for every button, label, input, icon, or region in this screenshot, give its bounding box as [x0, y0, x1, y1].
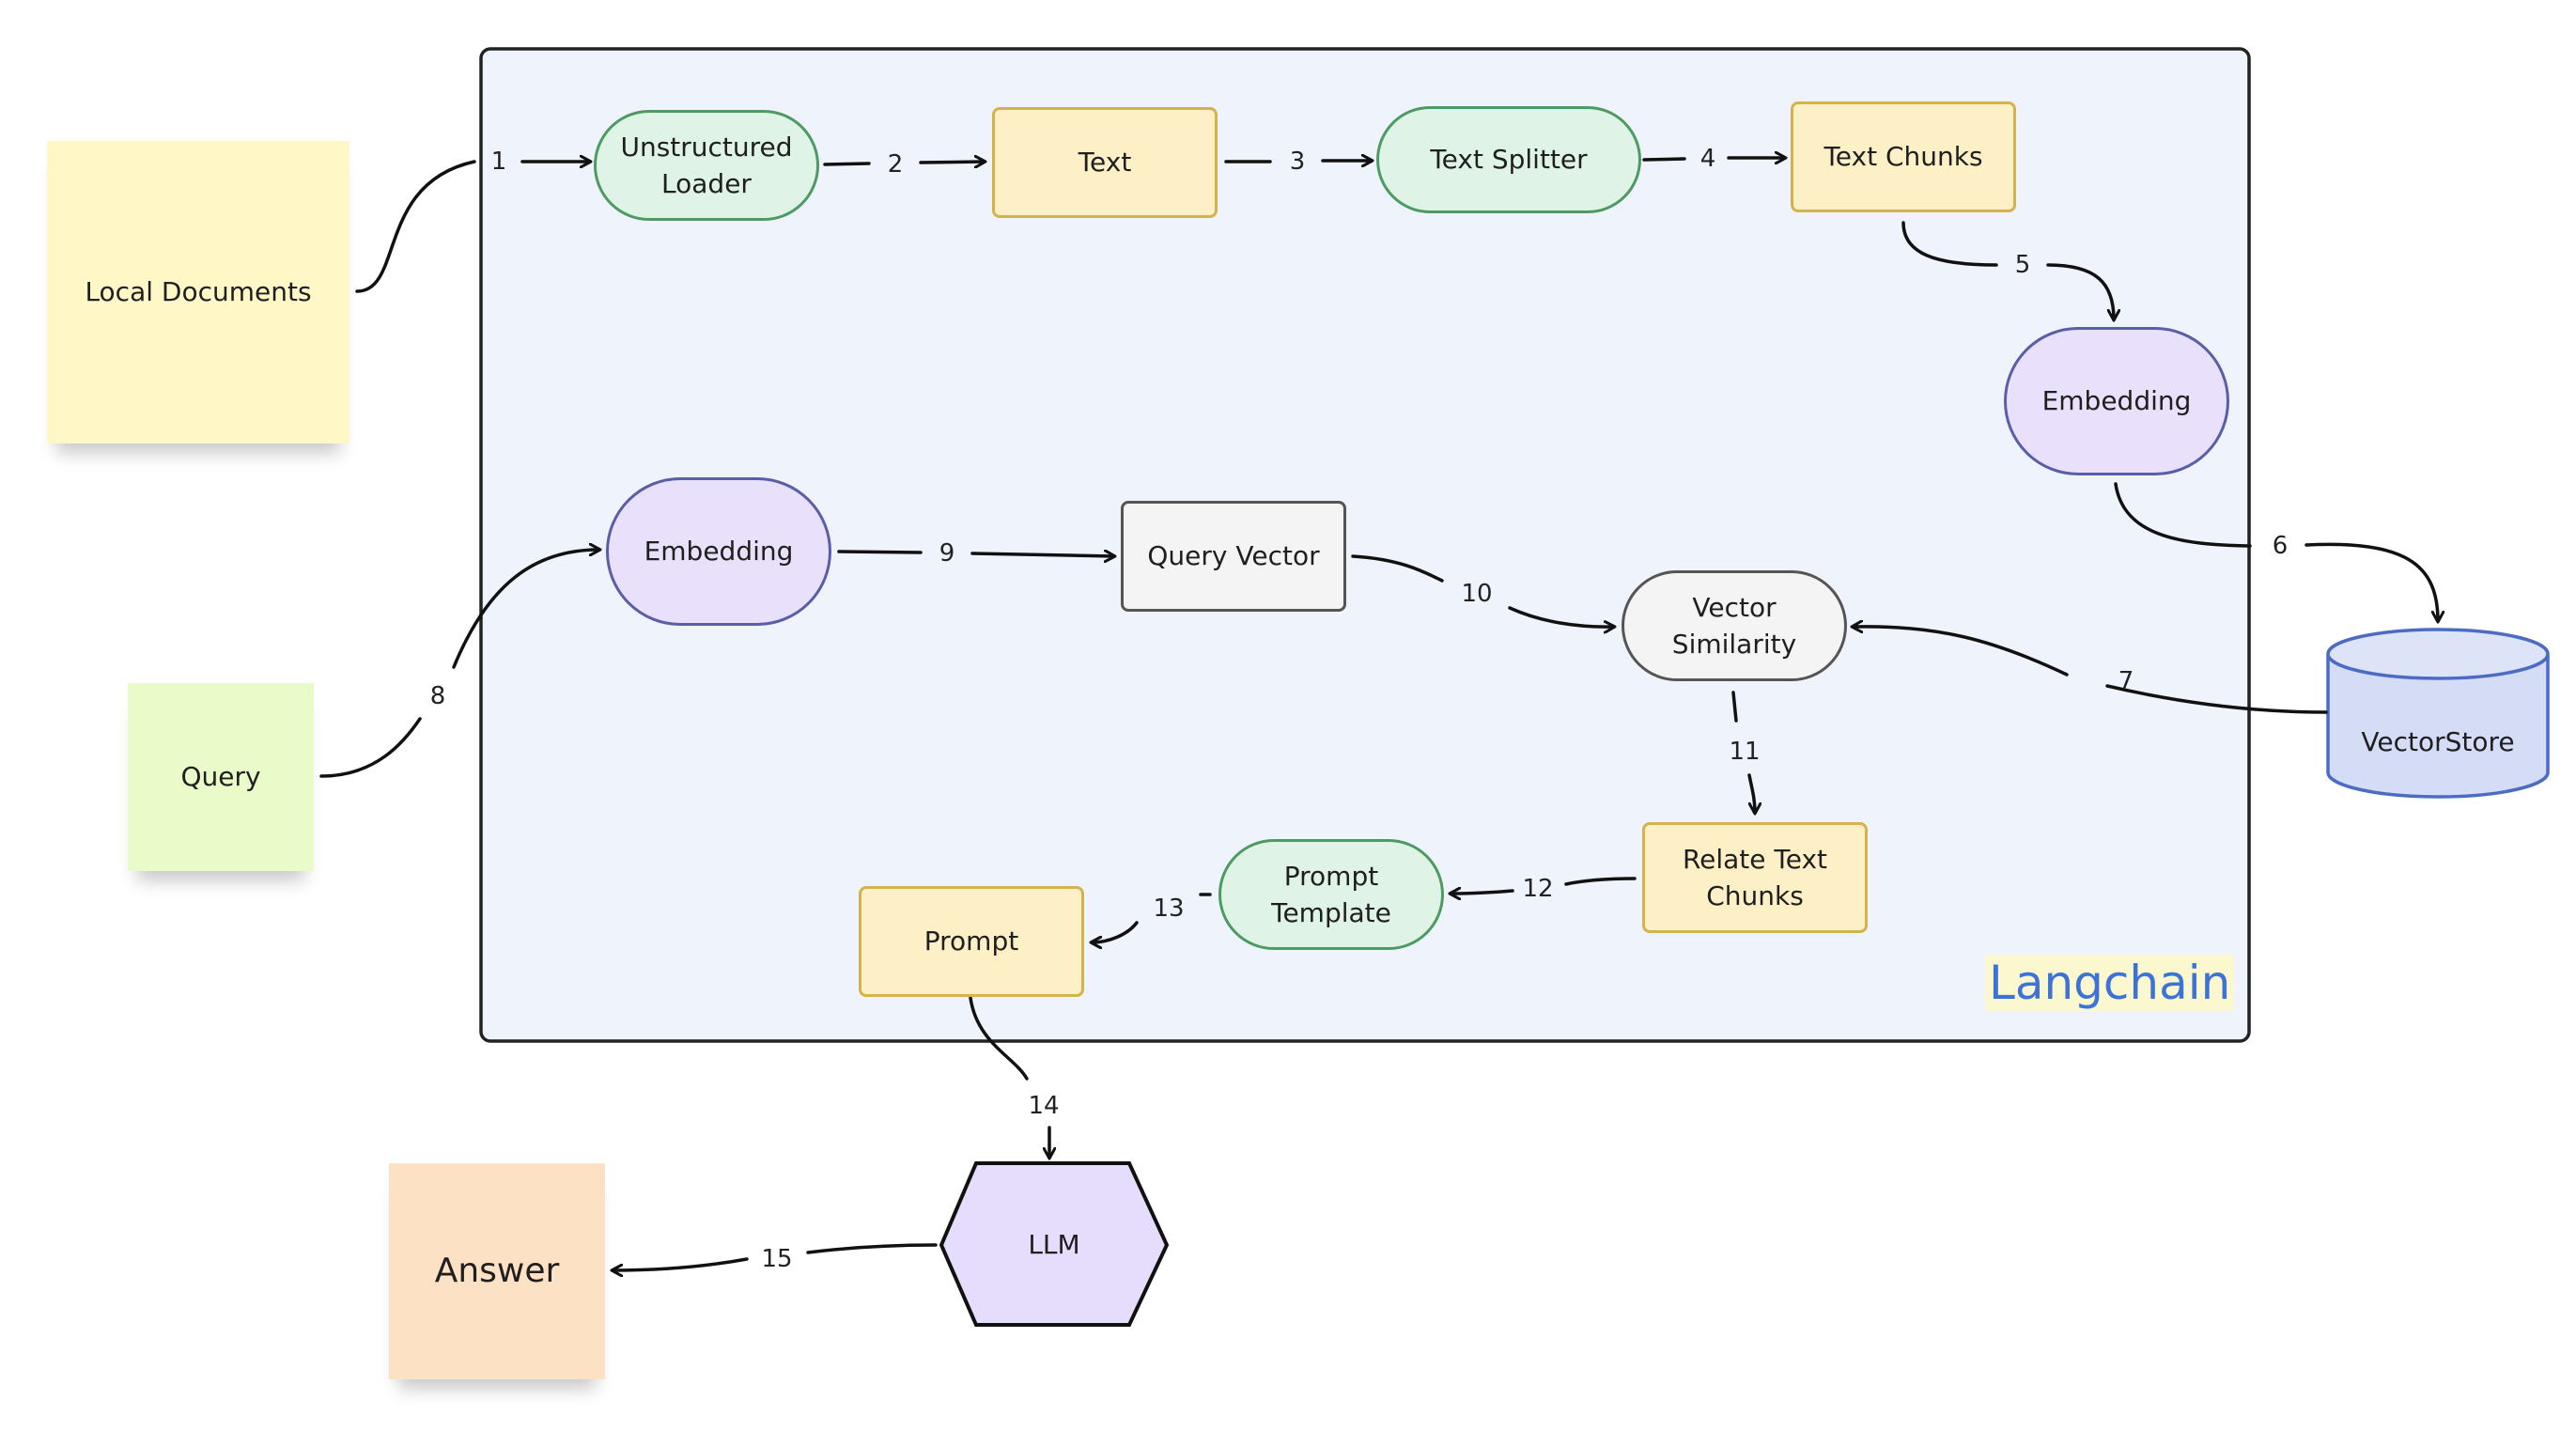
text-node: Text — [992, 107, 1218, 218]
edge-6b — [2304, 542, 2438, 621]
edge-10b — [1508, 606, 1614, 627]
answer-label: Answer — [434, 1251, 560, 1290]
edge-15b — [613, 1257, 749, 1270]
prompt-node: Prompt — [859, 886, 1084, 997]
vectorstore-node: VectorStore — [2328, 695, 2548, 789]
step-label: 6 — [2272, 532, 2289, 560]
embedding-query-node: Embedding — [606, 477, 831, 626]
embedding-store-label: Embedding — [2041, 385, 2192, 417]
edge-5a — [1901, 221, 1998, 267]
local-documents-note: Local Documents — [47, 141, 349, 443]
query-label: Query — [180, 761, 261, 793]
prompt-template-label: Prompt Template — [1271, 860, 1391, 928]
step-label: 15 — [761, 1245, 793, 1273]
edge-14a — [969, 996, 1029, 1081]
step-label: 4 — [1699, 145, 1716, 173]
edge-6a — [2114, 482, 2252, 548]
llm-node: LLM — [941, 1212, 1167, 1278]
edge-10a — [1351, 554, 1444, 583]
step-label: 3 — [1289, 148, 1306, 176]
llm-hexagon — [939, 1161, 1170, 1327]
edge-11a — [1731, 691, 1738, 723]
step-label: 9 — [939, 539, 955, 568]
step-label: 2 — [887, 150, 904, 179]
unstructured-loader-node: Unstructured Loader — [594, 110, 819, 221]
edge-15a — [806, 1243, 938, 1254]
edge-11b — [1747, 773, 1755, 813]
step-label: 5 — [2014, 251, 2031, 279]
langchain-label: Langchain — [1985, 955, 2235, 1011]
step-label: 12 — [1522, 875, 1554, 903]
answer-note: Answer — [389, 1163, 605, 1379]
edge-7b — [1853, 627, 2069, 677]
text-label: Text — [1078, 147, 1132, 179]
step-label: 1 — [490, 148, 507, 176]
edge-8a — [319, 717, 422, 778]
vector-similarity-label: Vector Similarity — [1671, 591, 1797, 660]
edge-1a — [355, 160, 476, 293]
edge-12b — [1451, 891, 1514, 894]
edge-2b — [919, 162, 985, 163]
step-label: 7 — [2118, 667, 2134, 695]
text-splitter-node: Text Splitter — [1376, 106, 1641, 213]
edge-4a — [1642, 157, 1686, 162]
vectorstore-label: VectorStore — [2361, 726, 2515, 758]
relate-text-chunks-node: Relate Text Chunks — [1642, 822, 1868, 933]
edge-13b — [1092, 921, 1139, 942]
text-splitter-label: Text Splitter — [1430, 144, 1588, 176]
vector-similarity-node: Vector Similarity — [1622, 570, 1847, 681]
text-chunks-label: Text Chunks — [1823, 141, 1983, 173]
unstructured-loader-label: Unstructured Loader — [620, 131, 793, 199]
step-label: 14 — [1028, 1092, 1060, 1120]
text-chunks-node: Text Chunks — [1791, 101, 2016, 212]
edge-12a — [1564, 877, 1637, 886]
step-label: 8 — [429, 682, 446, 710]
prompt-label: Prompt — [923, 926, 1019, 957]
relate-text-chunks-label: Relate Text Chunks — [1682, 843, 1828, 911]
edge-9b — [970, 553, 1114, 556]
query-vector-label: Query Vector — [1147, 540, 1320, 572]
step-label: 10 — [1461, 580, 1493, 608]
edge-8b — [452, 550, 599, 669]
vectorstore-cylinder — [2326, 628, 2550, 799]
query-note: Query — [128, 683, 314, 871]
step-label: 11 — [1729, 738, 1761, 766]
prompt-template-node: Prompt Template — [1218, 839, 1444, 950]
embedding-store-node: Embedding — [2004, 327, 2229, 475]
edge-2a — [823, 162, 871, 166]
local-documents-label: Local Documents — [85, 276, 312, 308]
step-label: 13 — [1153, 895, 1185, 923]
edge-7a — [2105, 684, 2328, 714]
embedding-query-label: Embedding — [644, 536, 794, 568]
query-vector-node: Query Vector — [1121, 501, 1346, 612]
edge-5b — [2046, 263, 2114, 319]
llm-label: LLM — [1028, 1229, 1080, 1261]
